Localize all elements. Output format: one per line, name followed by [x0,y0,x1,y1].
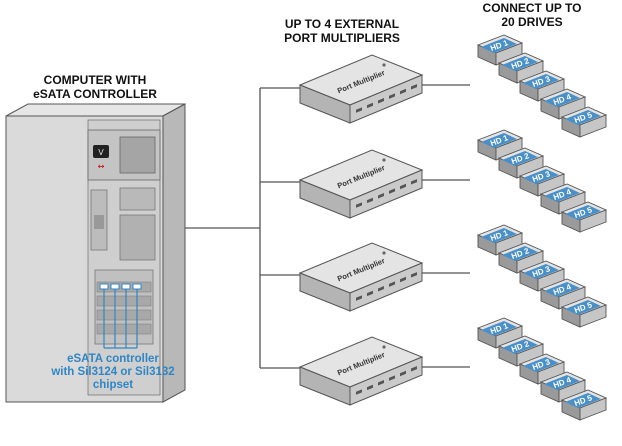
port-multiplier-4: Port Multiplier [298,336,470,406]
computer-label: COMPUTER WITH eSATA CONTROLLER [20,73,170,101]
port-multipliers-label-line2: PORT MULTIPLIERS [284,31,400,45]
drive-1: HD 1 [476,34,524,66]
drive-1: HD 1 [476,317,524,349]
drive-2: HD 2 [497,147,545,179]
connection-lines [185,87,300,369]
drive-5: HD 5 [560,106,608,138]
drive-4: HD 4 [539,88,587,120]
port-multipliers-label: UP TO 4 EXTERNAL PORT MULTIPLIERS [262,17,422,45]
drive-1: HD 1 [476,224,524,256]
drive-groups: HD 1HD 2HD 3HD 4HD 5HD 1HD 2HD 3HD 4HD 5… [476,34,608,421]
drive-5: HD 5 [560,389,608,421]
computer-label-line1: COMPUTER WITH [43,73,147,87]
drive-4: HD 4 [539,183,587,215]
drive-group-2: HD 1HD 2HD 3HD 4HD 5 [476,129,608,233]
svg-text:↔: ↔ [98,162,105,171]
drive-3: HD 3 [518,260,566,292]
drive-group-1: HD 1HD 2HD 3HD 4HD 5 [476,34,608,138]
drive-group-4: HD 1HD 2HD 3HD 4HD 5 [476,317,608,421]
drive-5: HD 5 [560,296,608,328]
computer-tower: V ↔ [5,103,186,403]
drives-label: CONNECT UP TO 20 DRIVES [462,1,602,29]
drive-2: HD 2 [497,335,545,367]
controller-label-line1: eSATA controller [67,353,159,365]
drive-4: HD 4 [539,371,587,403]
port-multiplier-2: Port Multiplier [298,149,470,219]
drive-1: HD 1 [476,129,524,161]
drive-2: HD 2 [497,52,545,84]
drives-label-line2: 20 DRIVES [501,15,563,29]
drive-3: HD 3 [518,70,566,102]
port-multipliers-label-line1: UP TO 4 EXTERNAL [284,17,400,31]
svg-text:V: V [98,148,104,157]
drive-3: HD 3 [518,165,566,197]
port-multiplier-3: Port Multiplier [298,242,470,312]
drives-label-line1: CONNECT UP TO [482,1,582,15]
drive-5: HD 5 [560,201,608,233]
esata-leader-lines [103,289,138,349]
drive-2: HD 2 [497,242,545,274]
controller-label: eSATA controller with Sil3124 or Sil3132… [38,353,188,392]
drive-3: HD 3 [518,353,566,385]
port-multiplier-1: Port Multiplier [298,54,470,124]
controller-label-line2: with Sil3124 or Sil3132 [51,366,175,378]
drive-group-3: HD 1HD 2HD 3HD 4HD 5 [476,224,608,328]
controller-label-line3: chipset [92,379,134,391]
computer-label-line2: eSATA CONTROLLER [33,87,157,101]
